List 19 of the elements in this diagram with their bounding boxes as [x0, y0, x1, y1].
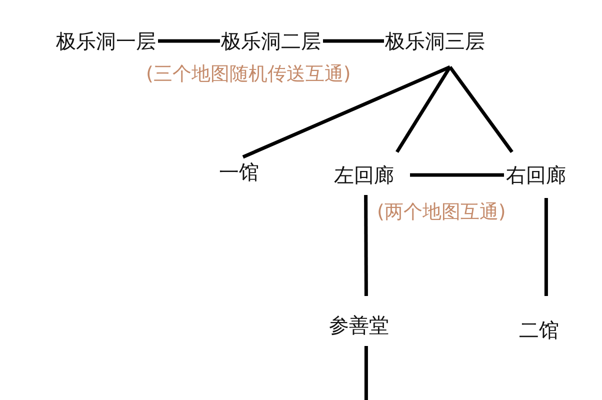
place-name: 左回廊 [334, 163, 394, 187]
place-name: 参善堂 [329, 313, 389, 337]
connector-line [410, 173, 504, 177]
place-name: 极乐洞三层 [385, 29, 485, 53]
place-name: 二馆 [519, 318, 559, 342]
connector-line [544, 198, 548, 296]
connector-line [242, 65, 451, 159]
connector-line [158, 39, 220, 43]
place-name: 极乐洞一层 [56, 29, 156, 53]
connector-line [448, 66, 514, 154]
note-text: (两个地图互通) [377, 200, 506, 224]
connector-line [364, 346, 368, 400]
connector-line [396, 66, 452, 153]
place-name: 一馆 [219, 160, 259, 184]
note-text: (三个地图随机传送互通) [146, 62, 351, 86]
place-name: 极乐洞二层 [221, 29, 321, 53]
connector-line [323, 39, 384, 43]
place-name: 右回廊 [506, 163, 566, 187]
connector-line [364, 195, 368, 296]
